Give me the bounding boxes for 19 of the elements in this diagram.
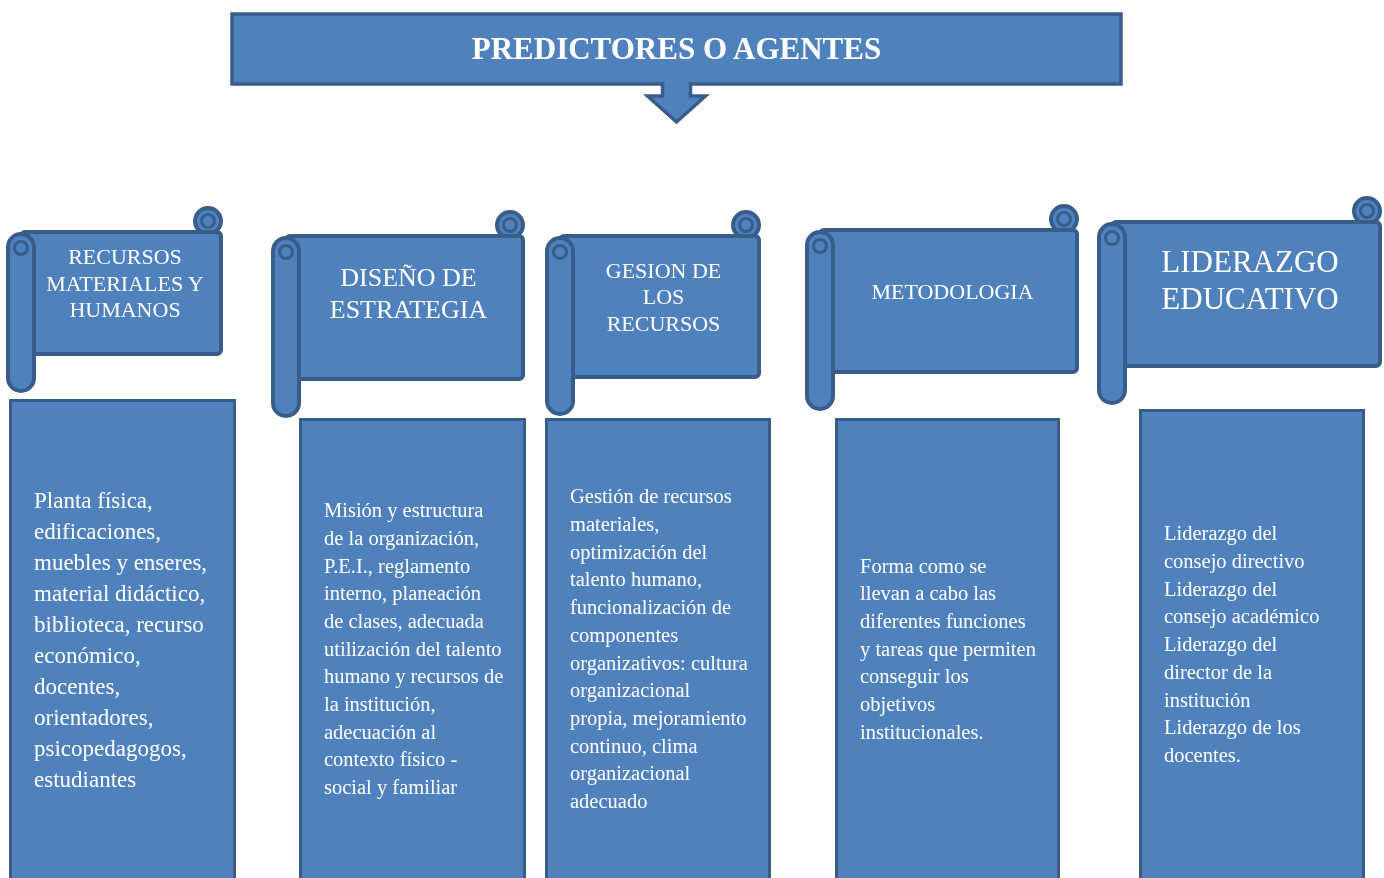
banner-heading: METODOLOGIA — [871, 278, 1034, 306]
banner-heading: DISEÑO DE ESTRATEGIA — [328, 262, 489, 325]
panel-text: Gestión de recursos materiales, optimización del talento humano, funcionalización de componentes organizativos: cultura organizacional propia, mejoramiento continuo, clima organizacional adecuado — [570, 484, 749, 814]
content-panel — [1139, 409, 1365, 878]
content-panel — [545, 418, 771, 878]
panel-text: Liderazgo del director de la institución — [1164, 632, 1279, 713]
banner-heading: RECURSOS MATERIALES Y HUMANOS — [46, 244, 204, 324]
panel-text: Liderazgo del consejo directivo — [1164, 521, 1306, 575]
content-panel — [9, 399, 236, 878]
panel-text: Misión y estructura de la organización, P.E.I., reglamento interno, planeación de clases, adecuada utilización del talento humano y recursos de la institución, adecuación al contexto físico - social y familiar — [324, 498, 505, 801]
panel-text: Forma como se llevan a cabo las diferentes funciones y tareas que permiten conseguir los objetivos institucionales. — [860, 553, 1037, 745]
panel-text: Planta física, edificaciones, muebles y enseres, material didáctico, biblioteca, recurso económico, docentes, orientadores, psicopedagogos, estudiantes — [34, 486, 209, 795]
panel-text: Liderazgo de los docentes. — [1164, 715, 1302, 768]
title-text: PREDICTORES O AGENTES — [471, 31, 882, 67]
banner-heading: GESION DE LOS RECURSOS — [604, 257, 723, 338]
content-panel — [835, 418, 1060, 878]
banner-heading: LIDERAZGO EDUCATIVO — [1160, 242, 1340, 318]
panel-text: Liderazgo del consejo académico — [1164, 576, 1321, 630]
content-panel — [299, 418, 526, 878]
